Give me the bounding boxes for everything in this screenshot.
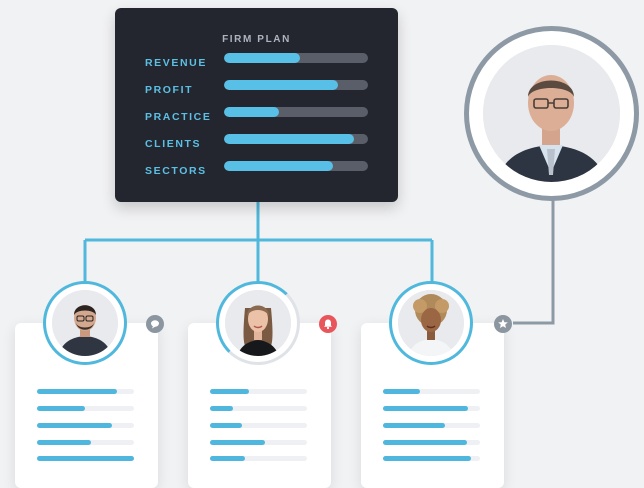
chat-icon[interactable] bbox=[146, 315, 164, 333]
card-progress-bar bbox=[37, 389, 134, 394]
team-member-2-avatar[interactable] bbox=[216, 281, 300, 365]
star-icon[interactable] bbox=[494, 315, 512, 333]
executive-avatar[interactable] bbox=[464, 26, 639, 201]
team-member-3-portrait bbox=[398, 290, 464, 356]
metric-revenue-label: REVENUE bbox=[145, 57, 207, 69]
card-progress-bar bbox=[210, 440, 307, 445]
metric-clients-label: CLIENTS bbox=[145, 138, 202, 150]
team-member-1-portrait bbox=[52, 290, 118, 356]
card-progress-bar bbox=[37, 440, 134, 445]
card-progress-bar bbox=[210, 456, 307, 461]
metric-practice-bar bbox=[224, 107, 368, 117]
card-progress-bar bbox=[383, 423, 480, 428]
team-member-1-avatar[interactable] bbox=[43, 281, 127, 365]
metric-clients-bar bbox=[224, 134, 368, 144]
card-progress-bar bbox=[383, 389, 480, 394]
card-progress-bar bbox=[37, 456, 134, 461]
executive-portrait bbox=[483, 45, 620, 182]
card-progress-bar bbox=[37, 406, 134, 411]
card-progress-bar bbox=[383, 440, 480, 445]
metric-profit-bar bbox=[224, 80, 368, 90]
card-progress-bar bbox=[210, 389, 307, 394]
plan-title: FIRM PLAN bbox=[222, 34, 291, 45]
card-progress-bar bbox=[383, 406, 480, 411]
metric-practice-label: PRACTICE bbox=[145, 111, 212, 123]
card-progress-bar bbox=[37, 423, 134, 428]
team-member-2-portrait bbox=[225, 290, 291, 356]
metric-revenue-bar bbox=[224, 53, 368, 63]
metric-sectors-bar bbox=[224, 161, 368, 171]
team-member-3-avatar[interactable] bbox=[389, 281, 473, 365]
card-progress-bar bbox=[383, 456, 480, 461]
team-card-3[interactable] bbox=[361, 323, 504, 488]
metric-profit-label: PROFIT bbox=[145, 84, 194, 96]
card-progress-bar bbox=[210, 406, 307, 411]
firm-plan-panel: FIRM PLAN REVENUE PROFIT PRACTICE CLIENT… bbox=[115, 8, 398, 202]
metric-sectors-label: SECTORS bbox=[145, 165, 207, 177]
bell-icon[interactable] bbox=[319, 315, 337, 333]
card-progress-bar bbox=[210, 423, 307, 428]
